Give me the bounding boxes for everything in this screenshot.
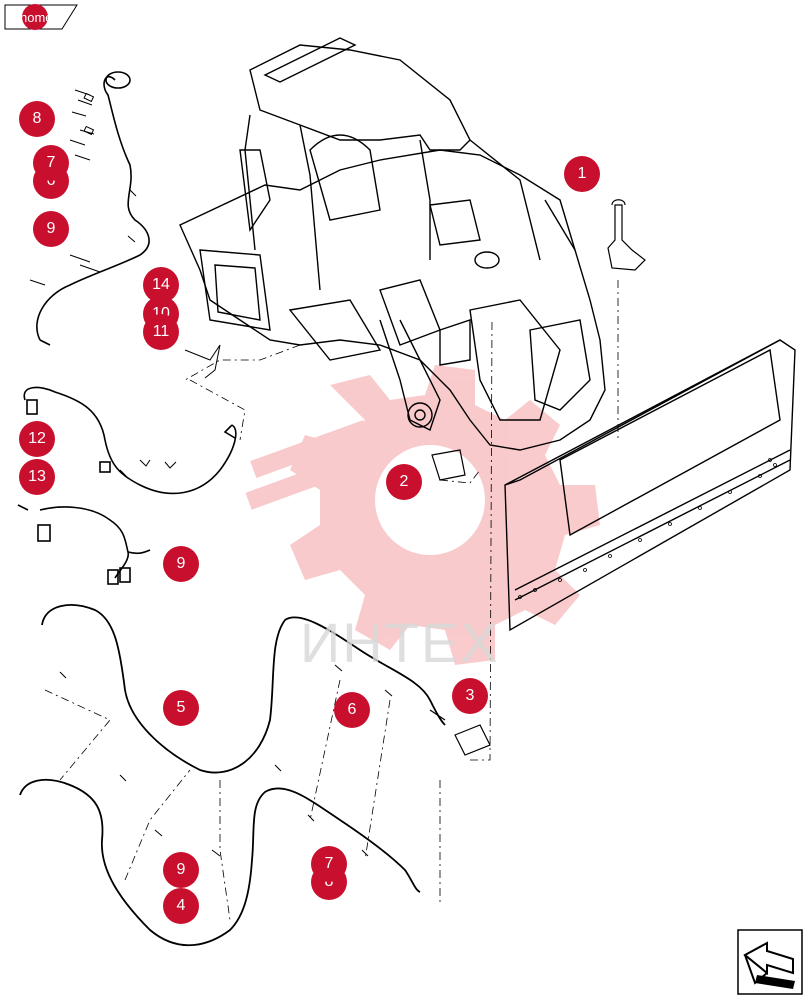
callout-11[interactable]: 11: [143, 314, 179, 350]
harness-5: [41, 604, 446, 774]
next-page-arrow-graphic: [737, 929, 803, 995]
callout-2[interactable]: 2: [386, 464, 422, 500]
callout-8-upper[interactable]: 8: [19, 101, 55, 137]
callout-14[interactable]: 14: [143, 267, 179, 303]
clips-lower: [59, 664, 393, 857]
callout-13[interactable]: 13: [19, 459, 55, 495]
callout-7-upper[interactable]: 7: [33, 145, 69, 181]
dozer-blade: [504, 339, 796, 632]
home-label: home: [20, 10, 53, 25]
callout-9-upper[interactable]: 9: [33, 211, 69, 247]
harness-4: [19, 778, 421, 947]
callout-4[interactable]: 4: [163, 888, 199, 924]
harness-12: [23, 386, 237, 495]
callout-12[interactable]: 12: [19, 421, 55, 457]
home-tab[interactable]: home: [4, 4, 78, 30]
callout-5[interactable]: 5: [163, 690, 199, 726]
harness-upper-fasteners: [29, 89, 221, 379]
clips-12: [119, 459, 177, 477]
callout-6-lower[interactable]: 6: [334, 692, 370, 728]
harness-upper: [36, 71, 150, 346]
home-tab-shape: [4, 4, 78, 30]
dozer-frame: [179, 37, 606, 451]
callout-9-lower[interactable]: 9: [163, 852, 199, 888]
callout-9-middle[interactable]: 9: [163, 546, 199, 582]
callout-7-lower[interactable]: 7: [311, 846, 347, 882]
watermark-text: ИНТЕХ: [300, 611, 500, 674]
callout-1[interactable]: 1: [564, 156, 600, 192]
switch-bracket: [429, 199, 646, 756]
next-page-arrow-icon[interactable]: [737, 929, 803, 995]
harness-13: [17, 504, 151, 585]
callout-3[interactable]: 3: [452, 678, 488, 714]
